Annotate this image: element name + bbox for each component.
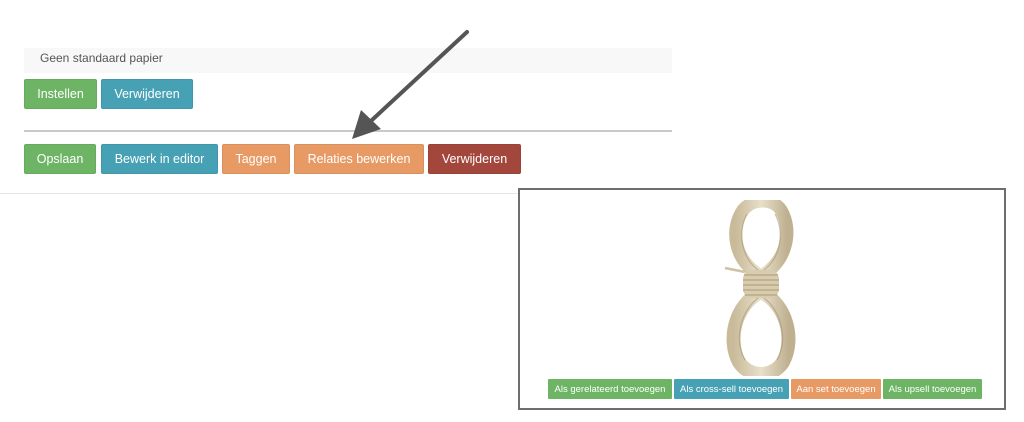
add-to-set-button[interactable]: Aan set toevoegen	[791, 379, 881, 399]
default-paper-field: Geen standaard papier	[24, 48, 672, 73]
set-paper-button[interactable]: Instellen	[24, 79, 97, 109]
add-as-related-button[interactable]: Als gerelateerd toevoegen	[548, 379, 672, 399]
rope-product-image	[724, 200, 796, 376]
add-as-upsell-button[interactable]: Als upsell toevoegen	[883, 379, 982, 399]
edit-in-editor-button[interactable]: Bewerk in editor	[101, 144, 218, 174]
add-as-crosssell-button[interactable]: Als cross-sell toevoegen	[674, 379, 789, 399]
default-paper-value: Geen standaard papier	[40, 51, 163, 65]
related-product-card: Als gerelateerd toevoegen Als cross-sell…	[518, 188, 1006, 410]
section-divider	[24, 130, 672, 132]
delete-button[interactable]: Verwijderen	[428, 144, 521, 174]
remove-paper-button[interactable]: Verwijderen	[101, 79, 193, 109]
page-divider	[0, 193, 518, 194]
edit-relations-button[interactable]: Relaties bewerken	[294, 144, 424, 174]
tag-button[interactable]: Taggen	[222, 144, 290, 174]
save-button[interactable]: Opslaan	[24, 144, 96, 174]
